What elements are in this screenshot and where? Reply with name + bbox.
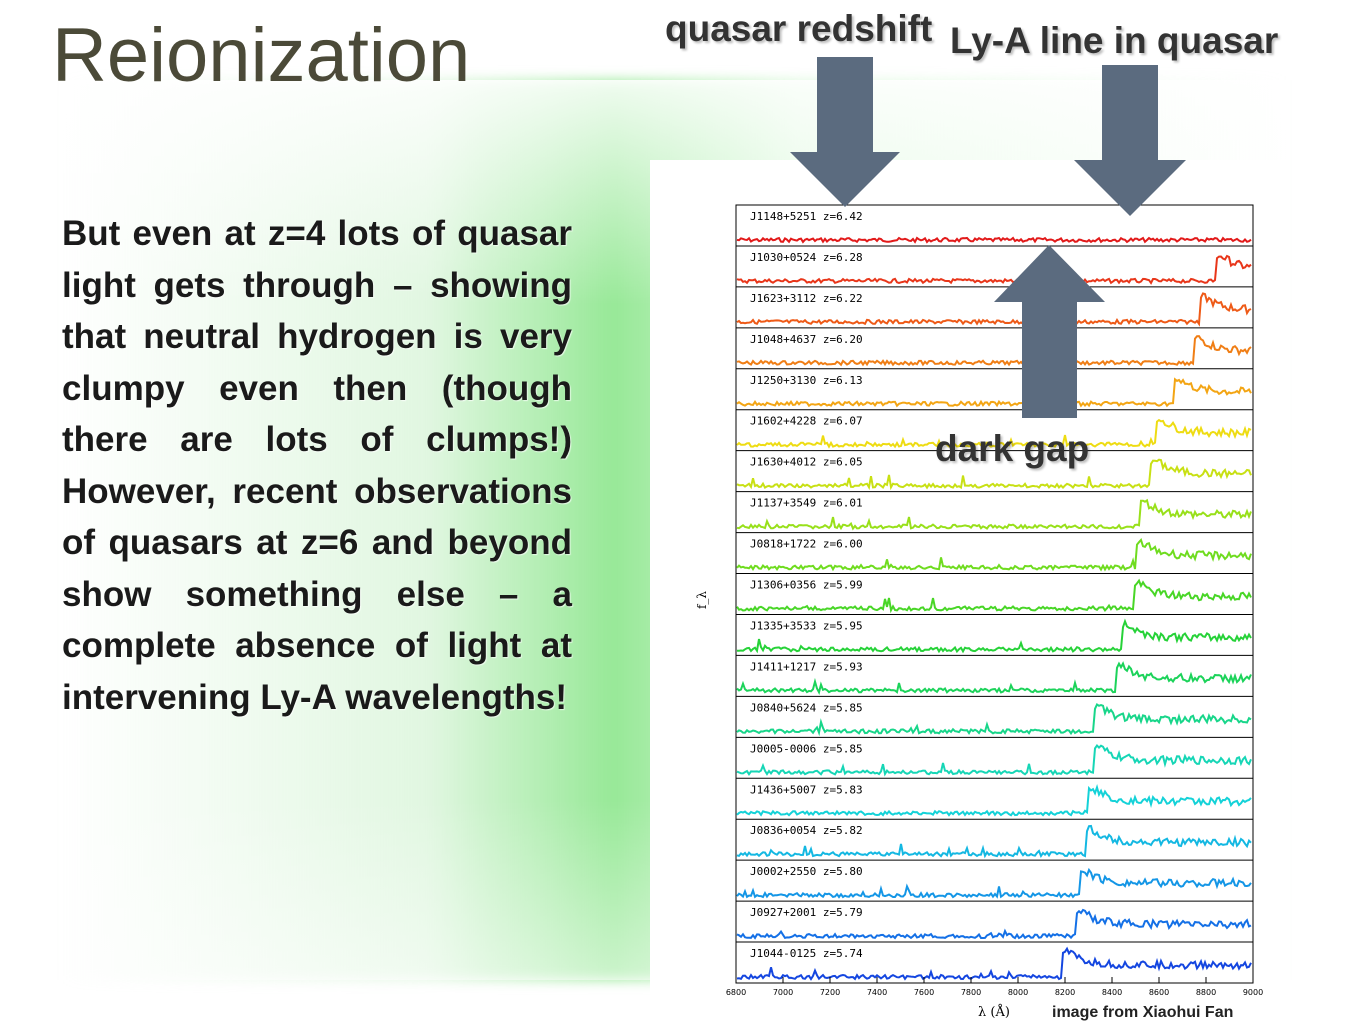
x-tick-label: 7400 [867, 988, 887, 997]
x-tick-label: 8000 [1008, 988, 1028, 997]
series-label: J0818+1722 z=6.00 [750, 538, 863, 551]
series-label: J1148+5251 z=6.42 [750, 210, 863, 223]
annotation-dark-gap: dark gap [935, 428, 1090, 469]
spectrum-line [736, 744, 1252, 777]
y-axis-label: f_λ [695, 590, 710, 610]
series-label: J1048+4637 z=6.20 [750, 333, 863, 346]
x-tick-label: 6800 [726, 988, 746, 997]
body-paragraph: But even at z=4 lots of quasar light get… [62, 214, 572, 717]
spectrum-line [736, 458, 1252, 491]
arrow-lya-line [1074, 65, 1186, 216]
spectrum-line [736, 824, 1252, 859]
series-label: J1044-0125 z=5.74 [750, 947, 863, 960]
x-tick-label: 9000 [1243, 988, 1263, 997]
spectra-panel [650, 160, 1290, 1024]
arrow-quasar-redshift [790, 57, 900, 207]
spectrum-line [736, 418, 1252, 449]
slide-title: Reionization [52, 13, 471, 98]
spectrum-line [736, 784, 1252, 817]
x-tick-label: 8200 [1055, 988, 1075, 997]
series-label: J1623+3112 z=6.22 [750, 292, 863, 305]
spectrum-line [736, 618, 1252, 654]
spectrum-line [736, 254, 1252, 285]
plot-frame [735, 204, 1254, 984]
series-label: J1306+0356 z=5.99 [750, 579, 863, 592]
spectrum-line [736, 661, 1252, 696]
series-label: J1030+0524 z=6.28 [750, 251, 863, 264]
spectrum-line [736, 292, 1252, 327]
x-tick-label: 7600 [914, 988, 934, 997]
arrow-dark-gap [994, 245, 1105, 418]
annotation-lya-line: Ly-A line in quasar [950, 20, 1279, 61]
series-label: J1411+1217 z=5.93 [750, 660, 863, 673]
spectrum-line [736, 236, 1252, 244]
spectrum-line [736, 946, 1252, 981]
spectrum-line [736, 335, 1252, 367]
x-tick-label: 8600 [1149, 988, 1169, 997]
series-label: J0002+2550 z=5.80 [750, 865, 863, 878]
x-tick-label: 7200 [820, 988, 840, 997]
series-label: J1250+3130 z=6.13 [750, 374, 863, 387]
spectrum-line [736, 908, 1252, 940]
spectrum-line [736, 867, 1252, 899]
image-credit: image from Xiaohui Fan [1052, 1004, 1234, 1021]
x-tick-label: 7000 [773, 988, 793, 997]
series-label: J1602+4228 z=6.07 [750, 415, 863, 428]
annotation-quasar-redshift: quasar redshift [665, 8, 933, 49]
series-label: J1137+3549 z=6.01 [750, 497, 863, 510]
spectrum-line [736, 578, 1252, 614]
series-label: J0927+2001 z=5.79 [750, 906, 863, 919]
series-label: J1630+4012 z=6.05 [750, 456, 863, 469]
series-label: J0836+0054 z=5.82 [750, 824, 863, 837]
spectrum-line [736, 377, 1252, 408]
x-tick-label: 8400 [1102, 988, 1122, 997]
series-label: J1436+5007 z=5.83 [750, 783, 863, 796]
x-tick-label: 8800 [1196, 988, 1216, 997]
series-label: J0840+5624 z=5.85 [750, 701, 863, 714]
series-label: J1335+3533 z=5.95 [750, 619, 863, 632]
x-tick-label: 7800 [961, 988, 981, 997]
spectrum-line [736, 703, 1252, 737]
series-label: J0005-0006 z=5.85 [750, 742, 863, 755]
spectrum-line [736, 498, 1252, 531]
spectrum-line [736, 538, 1252, 572]
x-axis-label: λ (Å) [978, 1004, 1010, 1020]
